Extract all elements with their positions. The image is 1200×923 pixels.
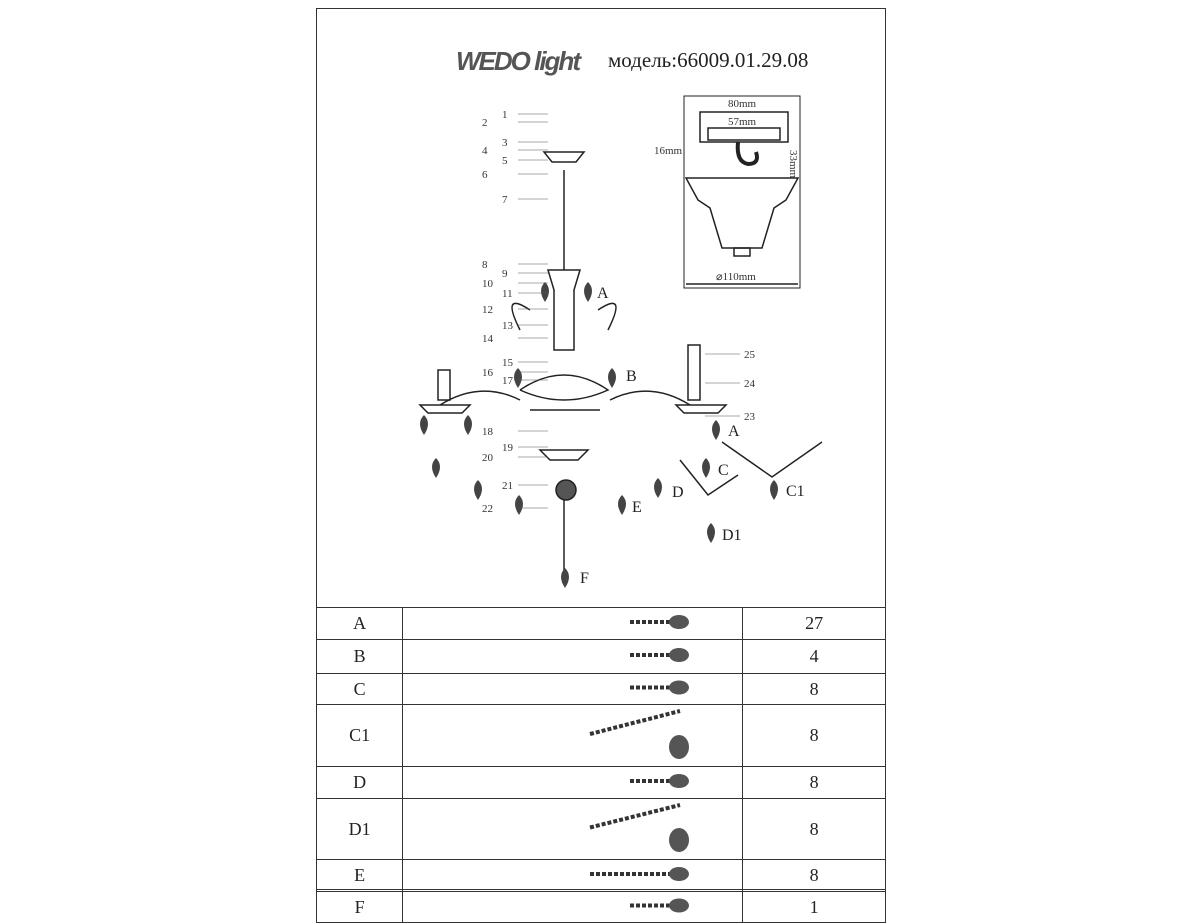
table-row: D 8 xyxy=(315,766,886,799)
part-number-17: 17 xyxy=(502,375,514,387)
part-quantity: 1 xyxy=(742,891,886,923)
part-quantity: 8 xyxy=(742,859,886,892)
drop-label-c: C xyxy=(718,462,729,479)
crystal-drop xyxy=(770,480,778,500)
part-quantity: 8 xyxy=(742,704,886,767)
part-code: F xyxy=(315,891,404,923)
drop-label-b: B xyxy=(626,368,637,385)
drop-label-a: A xyxy=(597,285,609,302)
part-code: B xyxy=(315,639,404,674)
part-number-8: 8 xyxy=(482,259,488,271)
part-illustration xyxy=(402,607,744,640)
part-number-11: 11 xyxy=(502,288,513,300)
crystal-drop xyxy=(474,480,482,500)
table-row: C 8 xyxy=(315,673,886,705)
table-row: C1 8 xyxy=(315,704,886,767)
ceiling-mount-detail: 80mm 57mm 16mm 33mm ⌀110mm xyxy=(654,95,801,289)
part-number-18: 18 xyxy=(482,426,494,438)
part-number-21: 21 xyxy=(502,480,513,492)
crystal-drop xyxy=(702,458,710,478)
brand-logo: WEDO light xyxy=(456,46,581,76)
dim-80: 80mm xyxy=(728,98,757,110)
part-number-13: 13 xyxy=(502,320,514,332)
part-code: D1 xyxy=(315,798,404,860)
part-quantity: 4 xyxy=(742,639,886,674)
drop-label-d: D xyxy=(672,484,684,501)
part-number-20: 20 xyxy=(482,452,494,464)
part-code: D xyxy=(315,766,404,799)
part-quantity: 8 xyxy=(742,673,886,705)
drop-label-d1: D1 xyxy=(722,527,742,544)
crystal-drop xyxy=(618,495,626,515)
part-number-23: 23 xyxy=(744,411,756,423)
crystal-drop xyxy=(712,420,720,440)
dim-33: 33mm xyxy=(787,150,799,179)
drop-label-e: E xyxy=(632,499,642,516)
table-row: B 4 xyxy=(315,639,886,674)
crystal-drop xyxy=(420,415,428,435)
part-number-15: 15 xyxy=(502,357,514,369)
part-number-2: 2 xyxy=(482,117,488,129)
part-number-14: 14 xyxy=(482,333,494,345)
dim-57: 57mm xyxy=(728,116,757,128)
drop-letter-labels: A A B C C1 D D1 E F xyxy=(580,285,805,587)
crystal-drop xyxy=(654,478,662,498)
part-illustration xyxy=(402,798,744,860)
part-illustration xyxy=(402,673,744,705)
drop-label-f: F xyxy=(580,570,589,587)
part-quantity: 8 xyxy=(742,766,886,799)
crystal-drop xyxy=(707,523,715,543)
table-row: F 1 xyxy=(315,891,886,923)
crystal-drop xyxy=(584,282,592,302)
part-quantity: 27 xyxy=(742,607,886,640)
crystal-drop xyxy=(561,568,569,588)
crystal-drop xyxy=(514,368,522,388)
part-illustration xyxy=(402,766,744,799)
part-number-9: 9 xyxy=(502,268,508,280)
table-row: E 8 xyxy=(315,859,886,892)
drop-label-a2: A xyxy=(728,423,740,440)
part-number-12: 12 xyxy=(482,304,493,316)
part-illustration xyxy=(402,704,744,767)
crystal-drops xyxy=(420,282,778,588)
part-number-1: 1 xyxy=(502,109,508,121)
table-row: D1 8 xyxy=(315,798,886,860)
part-number-4: 4 xyxy=(482,145,488,157)
dim-110: ⌀110mm xyxy=(716,271,756,283)
drop-label-c1: C1 xyxy=(786,483,805,500)
part-number-3: 3 xyxy=(502,137,508,149)
part-code: C xyxy=(315,673,404,705)
chandelier-body xyxy=(418,151,823,570)
crystal-drop xyxy=(541,282,549,302)
crystal-drop xyxy=(464,415,472,435)
part-number-labels: 1234567891011121314151617181920212223242… xyxy=(482,109,756,515)
part-code: E xyxy=(315,859,404,892)
model-number: модель:66009.01.29.08 xyxy=(608,48,809,72)
part-number-25: 25 xyxy=(744,349,756,361)
part-code: A xyxy=(315,607,404,640)
part-number-19: 19 xyxy=(502,442,514,454)
part-number-22: 22 xyxy=(482,503,493,515)
part-illustration xyxy=(402,891,744,923)
crystal-drop xyxy=(432,458,440,478)
part-number-6: 6 xyxy=(482,169,488,181)
dim-16: 16mm xyxy=(654,145,683,157)
part-illustration xyxy=(402,639,744,674)
table-row: A 27 xyxy=(315,607,886,640)
part-number-16: 16 xyxy=(482,367,494,379)
part-quantity: 8 xyxy=(742,798,886,860)
part-number-10: 10 xyxy=(482,278,494,290)
part-number-24: 24 xyxy=(744,378,756,390)
chandelier-diagram: 80mm 57mm 16mm 33mm ⌀110mm 1234567891011… xyxy=(418,95,823,588)
part-number-7: 7 xyxy=(502,194,508,206)
crystal-drop xyxy=(515,495,523,515)
part-illustration xyxy=(402,859,744,892)
crystal-drop xyxy=(608,368,616,388)
part-code: C1 xyxy=(315,704,404,767)
part-number-5: 5 xyxy=(502,155,508,167)
